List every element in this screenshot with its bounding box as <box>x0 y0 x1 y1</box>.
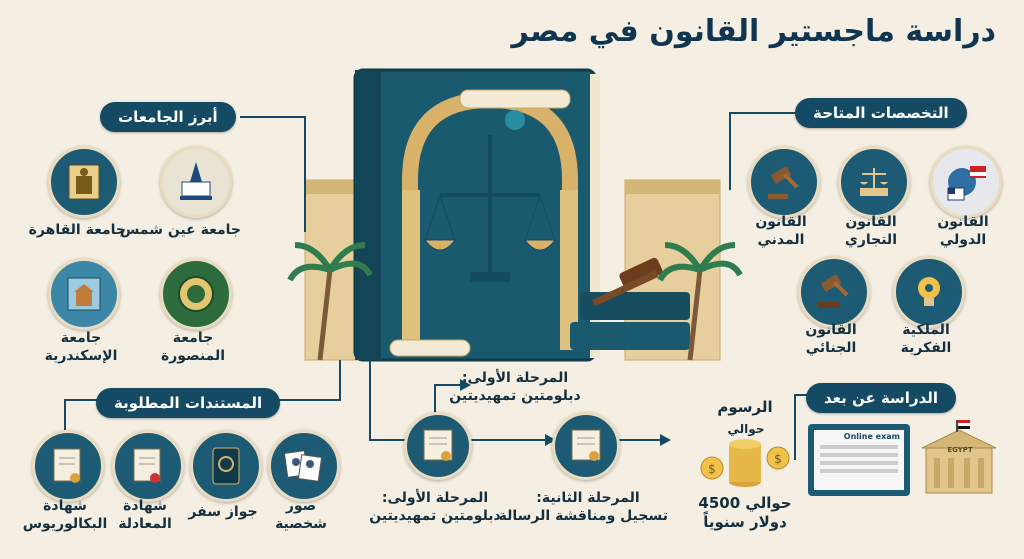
university-alexandria <box>48 258 120 330</box>
university-cairo <box>48 146 120 218</box>
university-ain-shams-label: جامعة عين شمس <box>120 222 241 238</box>
university-mansoura-label: جامعة المنصورة <box>160 330 226 364</box>
fees-heading: الرسوم <box>717 398 773 416</box>
equivalency-certificate-icon <box>133 448 161 483</box>
spec-international-law <box>930 146 1002 218</box>
documents-heading: المستندات المطلوبة <box>96 388 281 418</box>
fees-approx: حوالي <box>727 422 765 436</box>
gavel-icon <box>768 166 799 199</box>
spec-civil-law <box>748 146 820 218</box>
stage-first-label: المرحلة الأولى: دبلومتين تمهيديتين <box>369 490 501 524</box>
alexandria-university-icon <box>67 277 101 311</box>
specializations-heading: التخصصات المتاحة <box>795 98 967 128</box>
diploma-scroll-icon <box>423 429 453 461</box>
spec-international-label: القانون الدولي <box>937 214 989 248</box>
online-exam-label: Online exam <box>843 432 900 441</box>
coins-icon: $ $ <box>700 439 790 487</box>
doc-passport <box>190 430 262 502</box>
doc-photos-label: صور شخصية <box>275 498 327 532</box>
cairo-university-icon <box>68 164 100 200</box>
page-title: دراسة ماجستير القانون في مصر <box>511 14 996 49</box>
spec-commercial-law <box>838 146 910 218</box>
doc-photos <box>268 430 340 502</box>
laptop-illustration: Online exam <box>808 424 910 496</box>
spec-intellectual-property <box>893 256 965 328</box>
stage-two-icon-wrap <box>552 412 620 480</box>
stage-one-icon-wrap <box>404 412 472 480</box>
remote-heading: الدراسة عن بعد <box>806 383 957 413</box>
svg-text:$: $ <box>708 462 716 476</box>
ain-shams-university-icon <box>180 162 212 200</box>
spec-criminal-label: القانون الجنائي <box>805 322 857 356</box>
doc-equivalency <box>112 430 184 502</box>
thesis-scroll-icon <box>571 429 601 461</box>
university-cairo-label: جامعة القاهرة <box>28 222 126 238</box>
personal-photos-icon <box>283 450 323 482</box>
lightbulb-gear-icon <box>918 277 940 306</box>
fees-amount: حوالي 4500 دولار سنوياً <box>698 494 792 531</box>
mansoura-university-icon <box>178 276 214 312</box>
laptop-screen: Online exam <box>814 430 904 490</box>
doc-passport-label: جواز سفر <box>188 504 258 520</box>
university-ain-shams <box>160 146 232 218</box>
stage-second-label: المرحلة الثانية: تسجيل ومناقشة الرسالة <box>498 490 668 524</box>
universities-heading: أبرز الجامعات <box>100 102 236 132</box>
svg-text:$: $ <box>774 452 782 466</box>
passport-icon <box>212 447 240 485</box>
spec-criminal-law <box>798 256 870 328</box>
spec-ip-label: الملكية الفكرية <box>900 322 952 356</box>
globe-flags-icon <box>947 166 986 201</box>
university-alexandria-label: جامعة الإسكندرية <box>44 330 118 364</box>
doc-bachelor <box>32 430 104 502</box>
spec-civil-label: القانون المدني <box>755 214 807 248</box>
doc-bachelor-label: شهادة البكالوريوس <box>22 498 108 532</box>
central-illustration <box>287 68 743 362</box>
scales-book-icon <box>860 168 888 196</box>
stage-top-label: المرحلة الأولى: دبلومتين تمهيديتين <box>449 370 581 404</box>
spec-commercial-label: القانون التجاري <box>844 214 897 248</box>
gavel-block-icon <box>818 274 849 308</box>
building-label: EGYPT <box>947 446 973 454</box>
university-building-icon <box>921 420 997 494</box>
university-mansoura <box>160 258 232 330</box>
doc-equivalency-label: شهادة المعادلة <box>118 498 172 532</box>
bachelor-certificate-icon <box>53 448 81 483</box>
